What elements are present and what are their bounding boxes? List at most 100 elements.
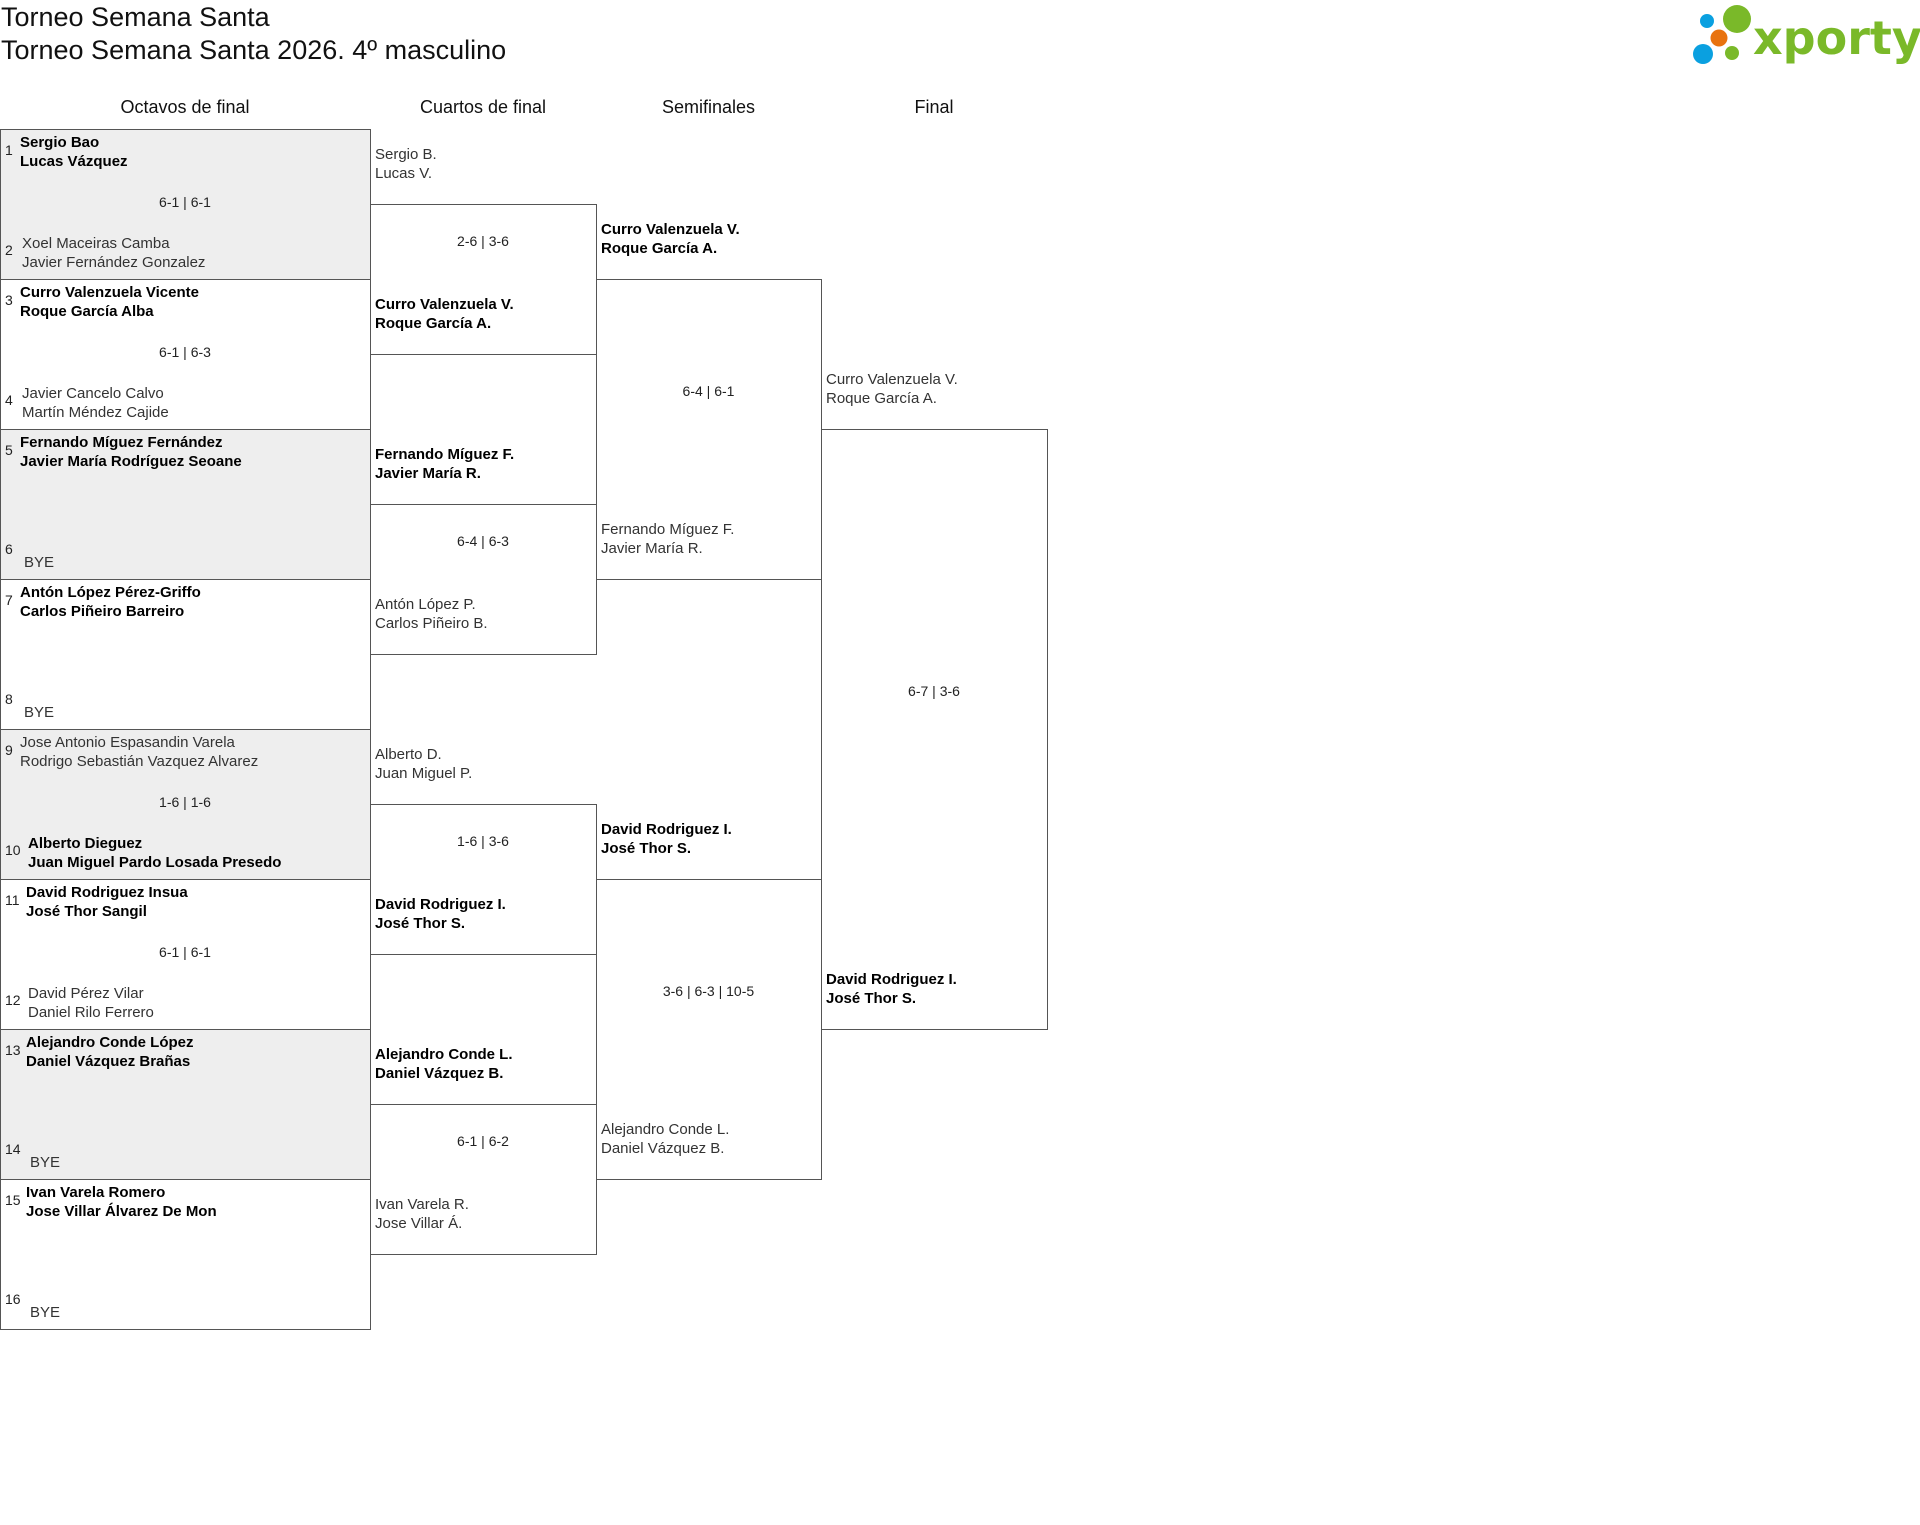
player-name: Sergio Bao <box>20 134 100 151</box>
team-entry[interactable]: Antón López P.Carlos Piñeiro B. <box>375 595 488 633</box>
player-name: Daniel Vázquez B. <box>375 1065 504 1082</box>
team-entry[interactable]: Curro Valenzuela V. Roque García A. <box>826 370 958 408</box>
player-name: David Rodriguez Insua <box>26 884 188 901</box>
player-name: Daniel Vázquez B. <box>601 1140 725 1157</box>
seed-number: 9 <box>5 742 13 758</box>
player-name: Xoel Maceiras Camba <box>22 235 170 252</box>
team-entry[interactable]: David Rodriguez I.José Thor S. <box>375 895 506 933</box>
player-name: Alberto Dieguez <box>28 835 143 852</box>
round-header-2: Semifinales <box>661 97 756 117</box>
seed-number: 10 <box>5 842 21 858</box>
team-entry[interactable]: Fernando Míguez F. Javier María R. <box>601 520 734 558</box>
player-name: Lucas Vázquez <box>20 153 128 170</box>
team-entry[interactable]: David Rodriguez I.José Thor S. <box>826 970 957 1008</box>
player-name: Alejandro Conde López <box>26 1034 194 1051</box>
player-name: Fernando Míguez F. <box>601 521 735 538</box>
team-entry[interactable]: BYE <box>24 553 54 572</box>
team-entry[interactable]: Alejandro Conde L.Daniel Vázquez B. <box>601 1120 729 1158</box>
seed-number: 13 <box>5 1042 21 1058</box>
player-name: Javier María R. <box>375 465 481 482</box>
player-name: José Thor S. <box>826 990 917 1007</box>
match-score: 3-6 | 6-3 | 10-5 <box>662 983 755 999</box>
match-score: 6-4 | 6-3 <box>457 533 509 549</box>
seed-number: 15 <box>5 1192 21 1208</box>
seed-number: 8 <box>5 691 13 707</box>
player-name: Antón López Pérez-Griffo <box>20 584 201 601</box>
team-entry[interactable]: Alberto D.Juan Miguel P. <box>375 745 472 783</box>
match-score: 6-7 | 3-6 <box>908 683 960 699</box>
player-name: David Rodriguez I. <box>601 821 732 838</box>
player-name: José Thor S. <box>375 915 466 932</box>
player-name: Daniel Vázquez Brañas <box>26 1053 191 1070</box>
player-name: BYE <box>24 704 55 721</box>
team-entry[interactable]: Ivan Varela R. Jose Villar Á. <box>375 1195 469 1233</box>
match-score: 6-1 | 6-1 <box>159 944 211 960</box>
team-entry[interactable]: Curro Valenzuela V. Roque García A. <box>375 295 514 333</box>
team-entry[interactable]: Fernando Míguez F. Javier María R. <box>375 445 514 483</box>
player-name: BYE <box>24 554 55 571</box>
tournament-title: Torneo Semana Santa <box>1 2 270 32</box>
match-score: 1-6 | 3-6 <box>457 833 509 849</box>
match-box <box>0 1029 371 1180</box>
player-name: Ivan Varela R. <box>375 1196 469 1213</box>
logo-dot-icon <box>1710 29 1728 47</box>
team-entry[interactable]: Alejandro Conde L.Daniel Vázquez B. <box>375 1045 513 1083</box>
player-name: Fernando Míguez F. <box>375 446 515 463</box>
player-name: BYE <box>30 1154 61 1171</box>
player-name: Curro Valenzuela V. <box>826 371 958 388</box>
player-name: Roque García A. <box>375 315 492 332</box>
match-score: 6-1 | 6-1 <box>159 194 211 210</box>
player-name: Martín Méndez Cajide <box>22 404 169 421</box>
seed-number: 3 <box>5 292 13 308</box>
player-name: Curro Valenzuela V. <box>601 221 740 238</box>
logo-dot-icon <box>1723 5 1751 33</box>
player-name: Curro Valenzuela Vicente <box>20 284 199 301</box>
player-name: Roque García A. <box>601 240 718 257</box>
logo-dot-icon <box>1693 44 1713 64</box>
match-score: 2-6 | 3-6 <box>457 233 509 249</box>
team-entry[interactable]: Curro Valenzuela V. Roque García A. <box>601 220 740 258</box>
player-name: José Thor Sangil <box>26 903 147 920</box>
player-name: Javier María R. <box>601 540 703 557</box>
logo-text: xporty <box>1753 11 1920 65</box>
player-name: Jose Antonio Espasandin Varela <box>20 734 235 751</box>
seed-number: 4 <box>5 392 13 408</box>
player-name: Jose Villar Á. <box>375 1215 463 1232</box>
seed-number: 14 <box>5 1141 21 1157</box>
round-header-1: Cuartos de final <box>419 97 547 117</box>
seed-number: 5 <box>5 442 13 458</box>
team-entry[interactable]: David Rodriguez I. José Thor S. <box>601 820 732 858</box>
player-name: Curro Valenzuela V. <box>375 296 514 313</box>
player-name: Ivan Varela Romero <box>26 1184 166 1201</box>
round-header-3: Final <box>914 97 954 117</box>
player-name: Roque García A. <box>826 390 937 407</box>
player-name: Juan Miguel P. <box>375 765 473 782</box>
player-name: David Pérez Vilar <box>28 985 144 1002</box>
match-score: 6-1 | 6-2 <box>457 1133 509 1149</box>
player-name: Fernando Míguez Fernández <box>20 434 223 451</box>
seed-number: 2 <box>5 242 13 258</box>
player-name: José Thor S. <box>601 840 692 857</box>
team-entry[interactable]: BYE <box>30 1153 60 1172</box>
player-name: Rodrigo Sebastián Vazquez Alvarez <box>20 753 259 770</box>
seed-number: 1 <box>5 142 13 158</box>
team-entry[interactable]: BYE <box>24 703 54 722</box>
player-name: BYE <box>30 1304 61 1321</box>
xporty-logo: xporty <box>1693 5 1920 65</box>
match-score: 6-4 | 6-1 <box>682 383 735 399</box>
team-entry[interactable]: Sergio B.Lucas V. <box>375 145 437 183</box>
team-entry[interactable]: BYE <box>30 1303 60 1322</box>
player-name: Javier María Rodríguez Seoane <box>20 453 242 470</box>
